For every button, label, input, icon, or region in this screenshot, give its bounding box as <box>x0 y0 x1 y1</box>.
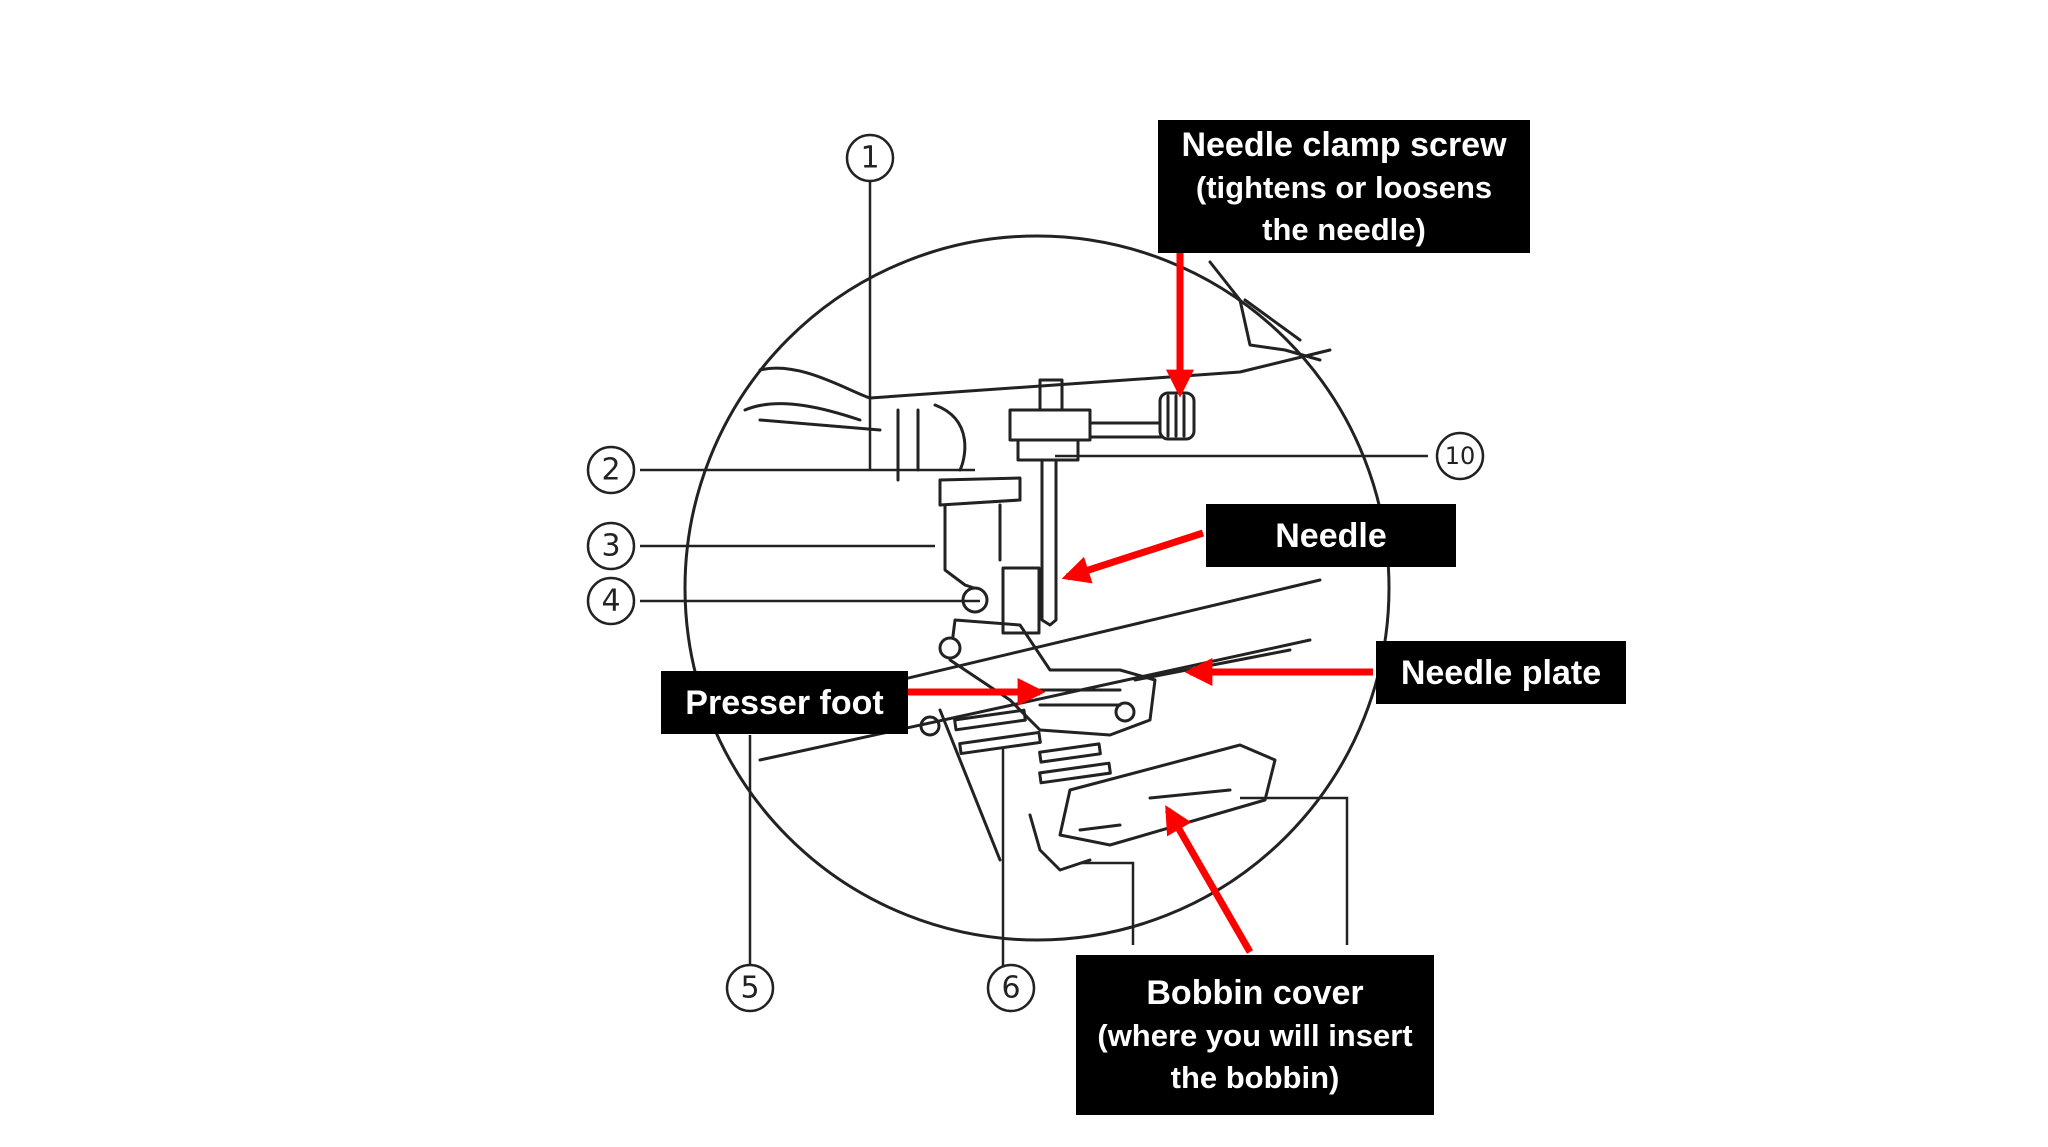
bobbin-cover-line2: (where you will insert <box>1097 1018 1413 1053</box>
number-1: 1 <box>845 133 895 183</box>
number-4-label: 4 <box>601 584 620 619</box>
number-5: 5 <box>725 963 775 1013</box>
callout-needle-clamp-screw: Needle clamp screw (tightens or loosens … <box>1158 120 1530 253</box>
needle-title: Needle <box>1275 516 1387 555</box>
number-3-label: 3 <box>601 529 620 564</box>
red-arrows <box>905 252 1373 954</box>
leader-lines <box>640 177 1428 980</box>
needle-clamp-screw-line3: the needle) <box>1262 211 1426 247</box>
number-10: 10 <box>1435 431 1485 481</box>
callout-bobbin-cover: Bobbin cover (where you will insert the … <box>1076 955 1434 1115</box>
number-6: 6 <box>986 963 1036 1013</box>
number-6-label: 6 <box>1001 971 1020 1006</box>
arrow-bobbin-cover <box>1164 805 1254 954</box>
needle-plate-title: Needle plate <box>1400 653 1602 692</box>
callout-needle-plate: Needle plate <box>1376 641 1626 704</box>
needle-clamp-screw-title: Needle clamp screw <box>1181 125 1507 164</box>
number-2: 2 <box>586 445 636 495</box>
number-1-label: 1 <box>860 141 879 176</box>
callout-presser-foot: Presser foot <box>661 671 908 734</box>
needle-clamp-screw-line2: (tightens or loosens <box>1195 169 1493 205</box>
number-10-label: 10 <box>1445 442 1476 470</box>
presser-foot-title: Presser foot <box>685 683 884 722</box>
bobbin-cover-title: Bobbin cover <box>1146 974 1364 1012</box>
number-2-label: 2 <box>601 453 620 488</box>
number-3: 3 <box>586 521 636 571</box>
arrow-needle <box>1061 529 1205 584</box>
number-5-label: 5 <box>740 971 759 1006</box>
callout-needle: Needle <box>1206 504 1456 567</box>
magnifier-circle <box>683 234 1391 942</box>
bobbin-cover-line3: the bobbin) <box>1170 1060 1340 1095</box>
number-4: 4 <box>586 576 636 626</box>
